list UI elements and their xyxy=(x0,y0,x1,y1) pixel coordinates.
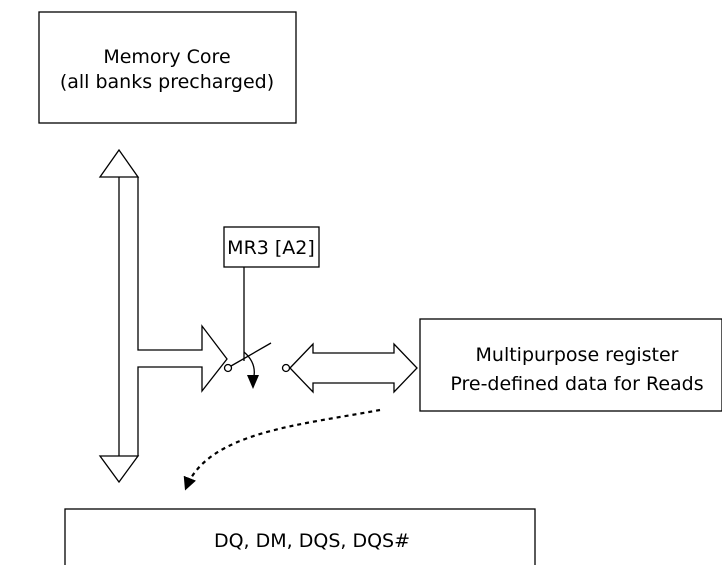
switch-blade xyxy=(230,342,272,367)
switch-right-contact xyxy=(281,363,291,373)
mpr-select-switch xyxy=(223,342,291,389)
switch-left-contact xyxy=(223,363,233,373)
io-pins-box xyxy=(64,508,536,565)
mode-register-block: MR3 [A2] xyxy=(223,226,320,268)
io-pins-block: DQ, DM, DQS, DQS# xyxy=(64,508,536,565)
multipurpose-register-block: Multipurpose register Pre-defined data f… xyxy=(419,318,722,412)
mpr-read-path-dashed-arrow xyxy=(183,408,381,491)
mode-register-label: MR3 [A2] xyxy=(227,237,315,259)
io-pins-label: DQ, DM, DQS, DQS# xyxy=(214,530,410,552)
core-to-io-data-path-arrow xyxy=(98,148,228,484)
memory-core-box xyxy=(38,11,297,124)
switch-rotation-arrowhead xyxy=(247,375,259,389)
memory-core-title: Memory Core xyxy=(103,46,230,68)
multipurpose-register-subtitle: Pre-defined data for Reads xyxy=(450,373,703,395)
mode-register-box xyxy=(223,226,320,268)
memory-core-subtitle: (all banks precharged) xyxy=(60,71,274,93)
switch-to-mpr-arrow xyxy=(289,342,418,394)
memory-core-block: Memory Core (all banks precharged) xyxy=(38,11,297,124)
multipurpose-register-title: Multipurpose register xyxy=(476,344,679,366)
multipurpose-register-box xyxy=(419,318,722,412)
